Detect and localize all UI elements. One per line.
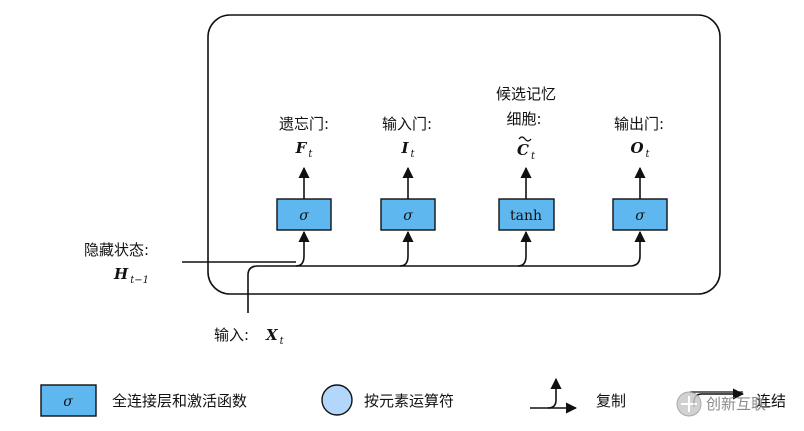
legend-fc-symbol: σ: [63, 394, 73, 410]
forget-gate-label: 遗忘门:: [279, 115, 329, 133]
cell-box: [207, 14, 721, 295]
gate-output-op: σ: [635, 208, 645, 224]
legend-elementwise-text: 按元素运算符: [364, 392, 454, 410]
branch-forget: [295, 230, 310, 267]
legend-fc-text: 全连接层和激活函数: [112, 392, 247, 410]
candidate-label-line2: 细胞:: [506, 110, 541, 128]
gate-candidate: tanh: [498, 198, 555, 231]
legend-fc-box: [40, 384, 97, 417]
legend-copy-text: 复制: [596, 392, 626, 410]
gate-forget: σ: [276, 198, 332, 231]
watermark-text: 创新互联: [706, 395, 766, 413]
branch-candidate: [517, 230, 532, 267]
gate-forget-op: σ: [299, 208, 309, 224]
candidate-label-line1: 候选记忆: [496, 85, 556, 103]
branch-input: [399, 230, 414, 267]
legend: σ 全连接层和激活函数 按元素运算符 复制 连结: [40, 377, 786, 417]
output-gate-label: 输出门:: [614, 115, 664, 133]
gate-output: σ: [612, 198, 668, 231]
hidden-state-label: 隐藏状态:: [84, 241, 149, 259]
watermark: 创新互联: [676, 391, 766, 417]
legend-elementwise-circle: [321, 384, 353, 416]
gate-input-op: σ: [403, 208, 413, 224]
legend-concat-text: 连结: [756, 392, 786, 410]
input-concat-line: [247, 230, 646, 313]
input-gate-label: 输入门:: [382, 115, 432, 133]
gate-input: σ: [380, 198, 436, 231]
tilde-mark: [518, 136, 532, 142]
gate-candidate-op: tanh: [510, 208, 542, 224]
legend-copy-arrow: [530, 377, 562, 409]
input-label: 输入:: [214, 326, 249, 344]
